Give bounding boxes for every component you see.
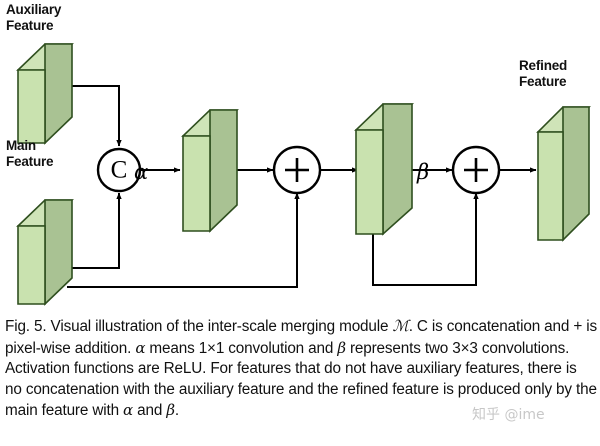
add-node-1[interactable]	[272, 145, 322, 195]
figure-caption: Fig. 5. Visual illustration of the inter…	[5, 317, 597, 420]
auxiliary-feature-box[interactable]	[16, 43, 74, 145]
caption-symbol: β	[166, 401, 175, 420]
edge-beta-skip-to-add2	[372, 192, 479, 286]
alpha-feature-box[interactable]	[181, 109, 239, 233]
add-node-2[interactable]	[451, 145, 501, 195]
beta-feature-box[interactable]	[354, 103, 415, 236]
caption-symbol: α	[135, 338, 146, 357]
add-node-2-glyph	[464, 158, 488, 182]
auxiliary-feature-label: Auxiliary Feature	[6, 2, 62, 33]
edge-main-to-concat	[67, 192, 122, 269]
edge-main-skip-to-add1	[67, 192, 300, 288]
caption-symbol: β	[337, 338, 346, 357]
beta-operator-label: β	[417, 160, 430, 184]
main-feature-label: Main Feature	[6, 138, 54, 169]
refined-feature-label: Refined Feature	[519, 58, 568, 89]
refined-feature-box[interactable]	[536, 106, 591, 242]
add-node-1-glyph	[285, 158, 309, 182]
concat-node[interactable]: C	[96, 147, 142, 193]
caption-symbol: α	[123, 401, 134, 420]
caption-symbol: ℳ	[392, 317, 409, 335]
main-feature-box[interactable]	[16, 199, 74, 306]
diagram-canvas: C Auxiliary Feature Main Featur	[6, 2, 591, 306]
edge-aux-to-concat	[67, 85, 122, 147]
concat-node-label: C	[111, 157, 128, 184]
alpha-operator-label: α	[134, 160, 149, 184]
